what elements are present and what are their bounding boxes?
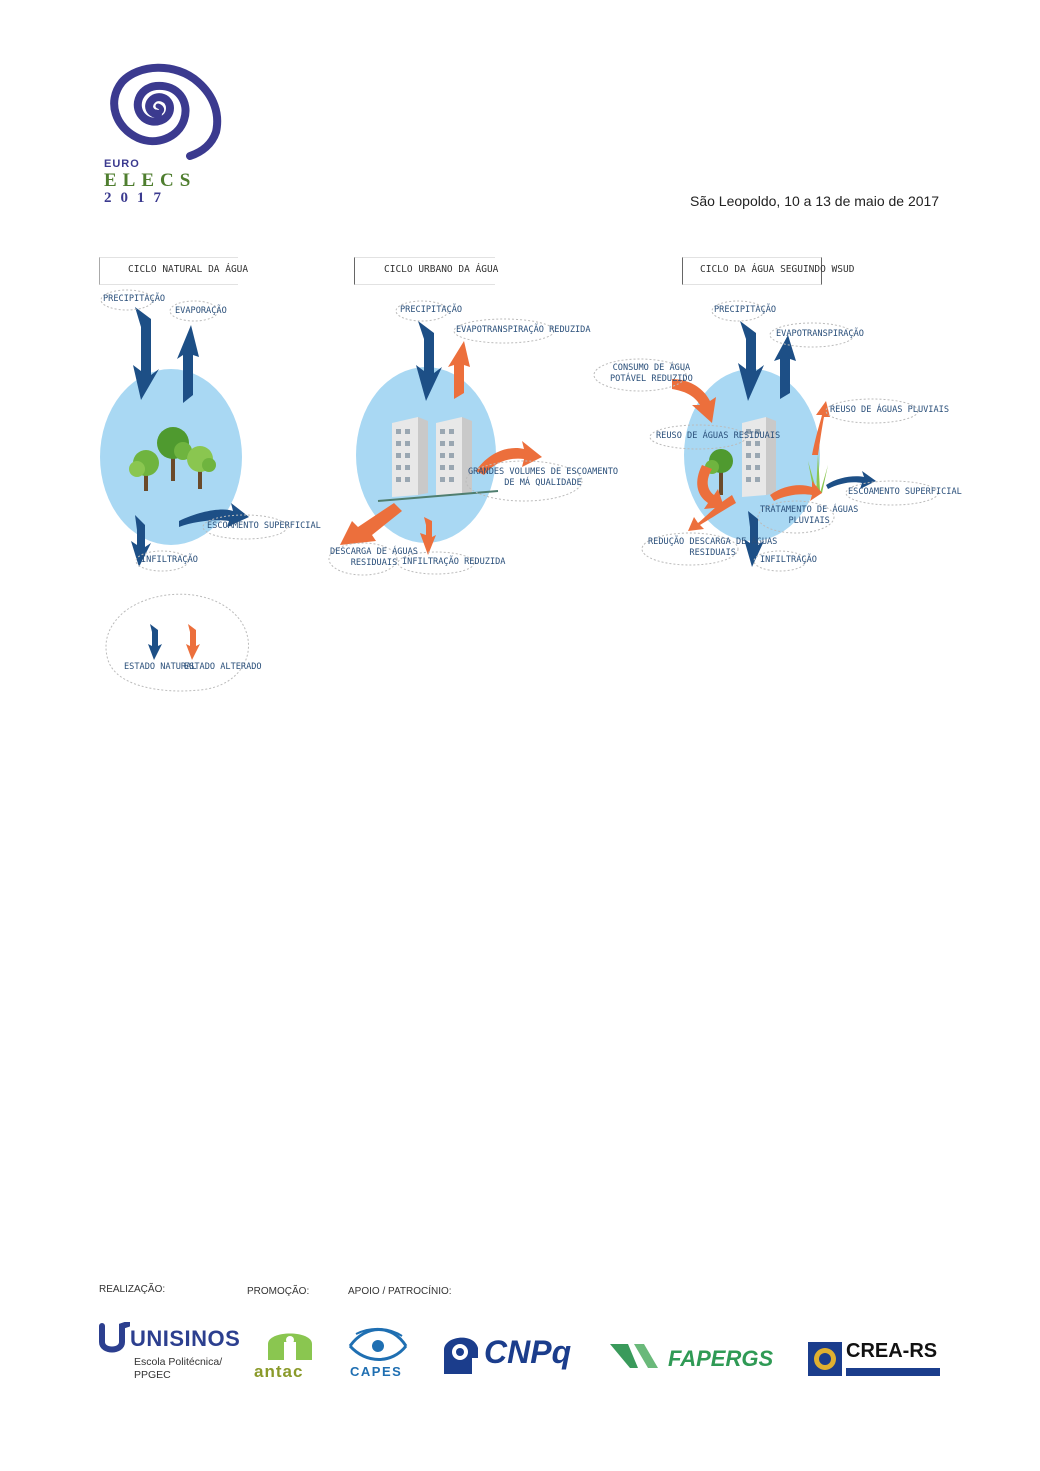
cnpq-name: CNPq [484, 1334, 572, 1370]
antac-name: antac [254, 1362, 304, 1381]
consumption-arrow-icon [672, 379, 716, 423]
unisinos-logo: UNISINOS Escola Politécnica/ PPGEC [98, 1322, 241, 1382]
unisinos-sub2: PPGEC [134, 1369, 171, 1381]
label-treatment-line1: TRATAMENTO DE ÁGUAS [760, 505, 859, 515]
footer-apoio: APOIO / PATROCÍNIO: [348, 1286, 452, 1297]
fapergs-mark-icon [610, 1344, 658, 1368]
capes-name: CAPES [350, 1364, 403, 1379]
label-reduced-discharge-line1: REDUÇÃO DESCARGA DE ÁGUAS [648, 537, 778, 547]
capes-logo: CAPES [346, 1324, 410, 1380]
panel-urban-cycle: CICLO URBANO DA ÁGUA [318, 255, 618, 585]
panel-title-bar [354, 257, 495, 285]
reuse-residual-arrow-icon [697, 465, 724, 509]
precipitation-arrow-icon [416, 321, 442, 401]
footer-promocao: PROMOÇÃO: [247, 1286, 310, 1297]
unisinos-name: UNISINOS [130, 1326, 241, 1351]
cnpq-head-icon [444, 1337, 478, 1374]
panel-natural-cycle: CICLO NATURAL DA ÁGUA PRECIPITAÇÃO EVAPO [95, 255, 321, 585]
place-date: São Leopoldo, 10 a 13 de maio de 2017 [690, 193, 940, 209]
panel-title: CICLO DA ÁGUA SEGUINDO WSUD [700, 264, 855, 275]
treatment-arrow-icon [770, 481, 822, 501]
label-large-runoff-line1: GRANDES VOLUMES DE ESCOAMENTO [468, 467, 619, 477]
runoff-arrow-icon [826, 471, 876, 489]
infiltration-arrow-icon [420, 517, 436, 555]
label-evaporation: EVAPORAÇÃO [175, 306, 227, 316]
label-infiltration: INFILTRAÇÃO [141, 555, 198, 565]
label-treatment: TRATAMENTO DE ÁGUAS PLUVIAIS [760, 505, 858, 527]
panel-title-bar [99, 257, 238, 285]
label-consumption-line1: CONSUMO DE ÁGUA [612, 363, 691, 373]
label-treatment-line2: PLUVIAIS [788, 516, 830, 526]
label-precipitation: PRECIPITAÇÃO [714, 305, 777, 315]
logo-year: 2017 [104, 190, 170, 206]
label-reuse-residual: REUSO DE ÁGUAS RESIDUAIS [656, 431, 781, 441]
precipitation-arrow-icon [738, 321, 764, 401]
precipitation-arrow-icon [133, 307, 159, 400]
spiral-logo-icon [110, 63, 222, 160]
label-reuse-rainwater: REUSO DE ÁGUAS PLUVIAIS [830, 405, 949, 415]
evapotranspiration-arrow-icon [774, 335, 796, 399]
euro-elecs-logo: EURO ELECS 2017 [98, 62, 228, 212]
label-consumption: CONSUMO DE ÁGUA POTÁVEL REDUZIDO [610, 363, 693, 385]
logo-elecs: ELECS [104, 170, 197, 191]
logo-euro: EURO [104, 158, 140, 170]
reuse-residual-arrow-icon [688, 495, 736, 531]
cnpq-logo: CNPq [438, 1330, 588, 1380]
runoff-arrow-icon [476, 441, 542, 475]
urban-cycle-diagram [328, 300, 583, 576]
label-large-runoff-line2: DE MÁ QUALIDADE [504, 478, 582, 488]
legend-altered: ESTADO ALTERADO [184, 662, 262, 672]
panel-title: CICLO NATURAL DA ÁGUA [128, 264, 249, 275]
building-icon [742, 417, 776, 497]
label-precipitation: PRECIPITAÇÃO [400, 305, 463, 315]
label-discharge-line2: RESIDUAIS [350, 558, 398, 568]
wsud-cycle-diagram [593, 300, 939, 572]
crea-rs-logo: CREA-RS [808, 1340, 942, 1378]
runoff-arrow-icon [179, 503, 249, 527]
antac-logo: antac [252, 1326, 326, 1381]
panel-title-bar [682, 257, 822, 285]
evaporation-arrow-icon [177, 325, 199, 403]
buildings-icon [377, 417, 499, 502]
infiltration-arrow-icon [744, 511, 764, 567]
unisinos-sub1: Escola Politécnica/ [134, 1356, 223, 1368]
label-precipitation: PRECIPITAÇÃO [103, 294, 166, 304]
crea-name: CREA-RS [846, 1340, 938, 1362]
label-consumption-line2: POTÁVEL REDUZIDO [610, 374, 693, 384]
trees-icon [129, 427, 216, 491]
label-runoff: ESCOAMENTO SUPERFICIAL [207, 521, 321, 531]
natural-arrow-icon [148, 624, 162, 660]
legend-natural: ESTADO NATURAL [124, 662, 197, 672]
label-infiltration: INFILTRAÇÃO [760, 555, 817, 565]
crea-seal-icon [808, 1342, 842, 1376]
legend: ESTADO NATURAL ESTADO ALTERADO [104, 590, 262, 696]
antac-arch-icon [268, 1333, 312, 1360]
footer-realizacao: REALIZAÇÃO: [99, 1284, 166, 1295]
label-reduced-infiltration: INFILTRAÇÃO REDUZIDA [402, 557, 506, 567]
label-discharge: DESCARGA DE ÁGUAS RESIDUAIS [330, 547, 418, 569]
label-large-runoff: GRANDES VOLUMES DE ESCOAMENTO DE MÁ QUAL… [468, 467, 618, 489]
crea-bar [846, 1368, 940, 1376]
panel-wsud-cycle: CICLO DA ÁGUA SEGUINDO WSUD [590, 255, 962, 585]
label-reduced-discharge: REDUÇÃO DESCARGA DE ÁGUAS RESIDUAIS [648, 537, 777, 559]
label-evapotranspiration: EVAPOTRANSPIRAÇÃO REDUZIDA [456, 325, 591, 335]
discharge-arrow-icon [340, 503, 402, 545]
label-discharge-line1: DESCARGA DE ÁGUAS [330, 547, 418, 557]
reuse-rainwater-arrow-icon [812, 401, 830, 455]
infiltration-arrow-icon [131, 515, 151, 567]
fapergs-logo: FAPERGS [610, 1340, 786, 1374]
capes-eye-icon [348, 1328, 408, 1361]
label-runoff: ESCOAMENTO SUPERFICIAL [848, 487, 962, 497]
fapergs-name: FAPERGS [668, 1346, 774, 1371]
altered-arrow-icon [186, 624, 200, 660]
unisinos-u-icon [99, 1322, 130, 1353]
evapotranspiration-arrow-icon [448, 341, 470, 399]
label-evapotranspiration: EVAPOTRANSPIRAÇÃO [776, 329, 864, 339]
panel-title: CICLO URBANO DA ÁGUA [384, 264, 499, 275]
legend-bubble [105, 593, 249, 692]
natural-cycle-diagram [100, 289, 288, 572]
label-reduced-discharge-line2: RESIDUAIS [689, 548, 736, 558]
